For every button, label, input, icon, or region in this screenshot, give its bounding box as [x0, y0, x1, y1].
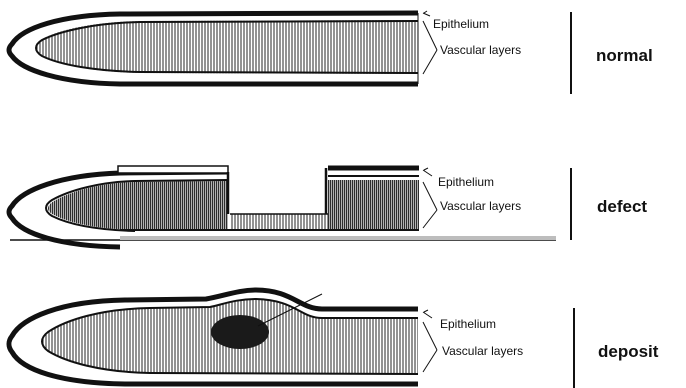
condition-label-defect: defect [597, 197, 647, 216]
panel-defect: Epithelium Vascular layers defect [9, 166, 647, 247]
vascular-layers-label: Vascular layers [440, 199, 521, 213]
deposit [211, 315, 269, 349]
vascular-layers-label: Vascular layers [442, 344, 523, 358]
vascular-layer-normal [37, 20, 419, 74]
condition-label-normal: normal [596, 46, 653, 65]
epithelium-label: Epithelium [440, 317, 496, 331]
epithelium-label: Epithelium [438, 175, 494, 189]
condition-label-deposit: deposit [598, 342, 659, 361]
vascular-layers-label: Vascular layers [440, 43, 521, 57]
defect-floor [230, 214, 328, 230]
vascular-layer-left-defect [48, 181, 228, 230]
panel-normal: Epithelium Vascular layers normal [9, 11, 653, 94]
panel-deposit: Epithelium Vascular layers deposit [9, 290, 659, 388]
vascular-layer-right-defect [328, 180, 419, 230]
epithelium-label: Epithelium [433, 17, 489, 31]
